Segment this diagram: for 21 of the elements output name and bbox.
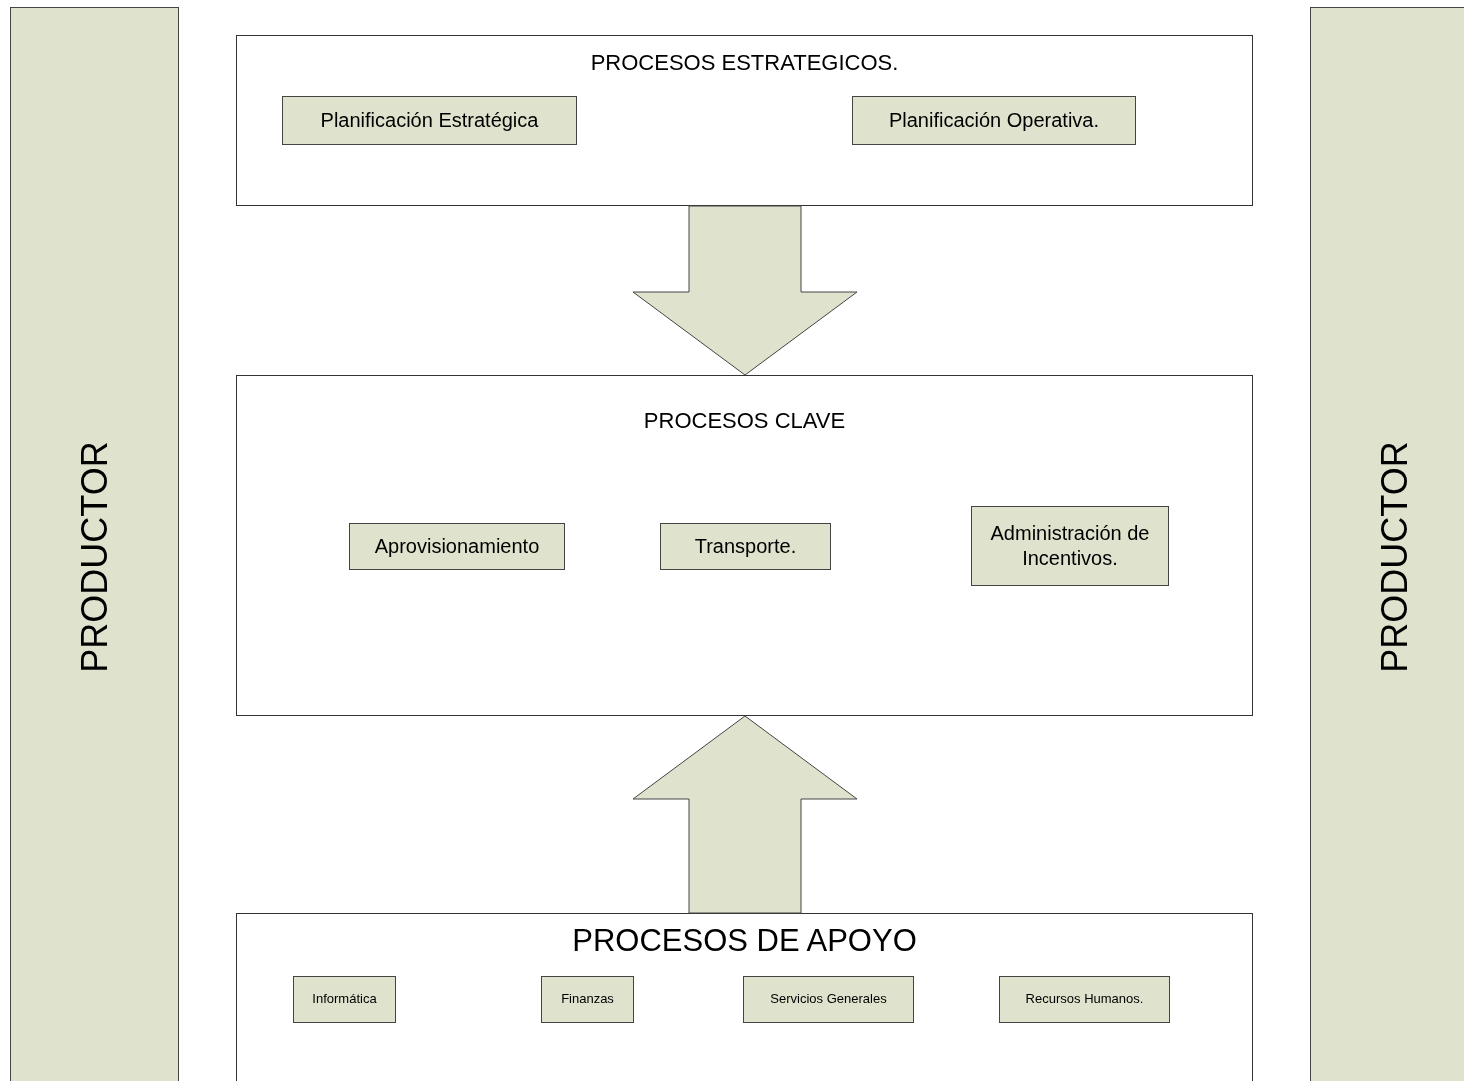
band-label: PRODUCTOR	[1374, 441, 1416, 673]
group-title: PROCESOS CLAVE	[642, 408, 847, 434]
process-box: Servicios Generales	[743, 976, 914, 1023]
process-box: Finanzas	[541, 976, 634, 1023]
process-box: Transporte.	[660, 523, 831, 570]
process-box: Aprovisionamiento	[349, 523, 565, 570]
process-group-box	[236, 375, 1253, 716]
process-group-box	[236, 913, 1253, 1081]
process-group-box	[236, 35, 1253, 206]
side-band	[10, 7, 179, 1081]
group-title: PROCESOS ESTRATEGICOS.	[589, 50, 900, 76]
process-box: Informática	[293, 976, 396, 1023]
process-box: Planificación Estratégica	[282, 96, 577, 145]
block-arrow	[632, 715, 858, 914]
block-arrow	[632, 205, 858, 376]
process-box: Recursos Humanos.	[999, 976, 1170, 1023]
band-label: PRODUCTOR	[73, 441, 116, 673]
side-band	[1310, 7, 1464, 1081]
process-box: Administración de Incentivos.	[971, 506, 1169, 586]
group-title: PROCESOS DE APOYO	[571, 923, 918, 959]
process-box: Planificación Operativa.	[852, 96, 1136, 145]
